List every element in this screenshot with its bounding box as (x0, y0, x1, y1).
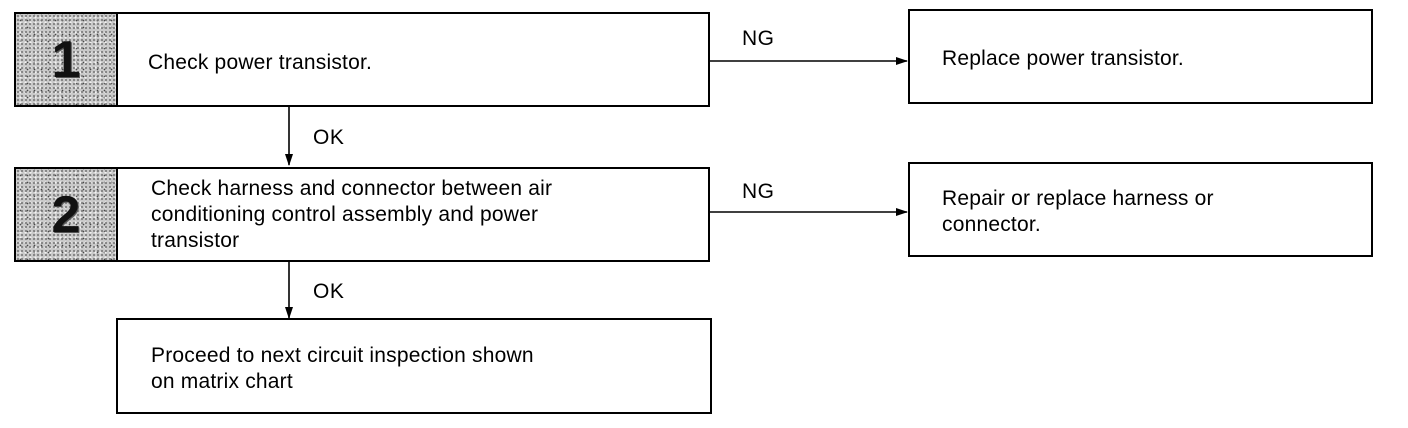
step2-ng-label: NG (742, 180, 775, 203)
step2-box: 2 Check harness and connector between ai… (14, 167, 710, 262)
step1-box: 1 Check power transistor. (14, 12, 710, 107)
step1-ok-label: OK (313, 126, 345, 149)
step1-number-badge: 1 (16, 14, 118, 105)
step1-ng-action-text: Replace power transistor. (942, 47, 1184, 70)
step2-ng-action-text: Repair or replace harness or connector. (942, 187, 1214, 236)
step1-text: Check power transistor. (148, 51, 373, 74)
final-box: Proceed to next circuit inspection shown… (116, 318, 712, 414)
step2-ng-action-box: Repair or replace harness or connector. (908, 162, 1373, 257)
final-text: Proceed to next circuit inspection shown… (151, 344, 534, 393)
step2-text: Check harness and connector between air … (151, 177, 553, 252)
step2-ok-label: OK (313, 280, 345, 303)
step1-ng-label: NG (742, 27, 775, 50)
step1-number: 1 (51, 30, 81, 89)
step2-number: 2 (51, 185, 81, 244)
step1-ng-action-box: Replace power transistor. (908, 9, 1373, 104)
step2-number-badge: 2 (16, 169, 118, 260)
